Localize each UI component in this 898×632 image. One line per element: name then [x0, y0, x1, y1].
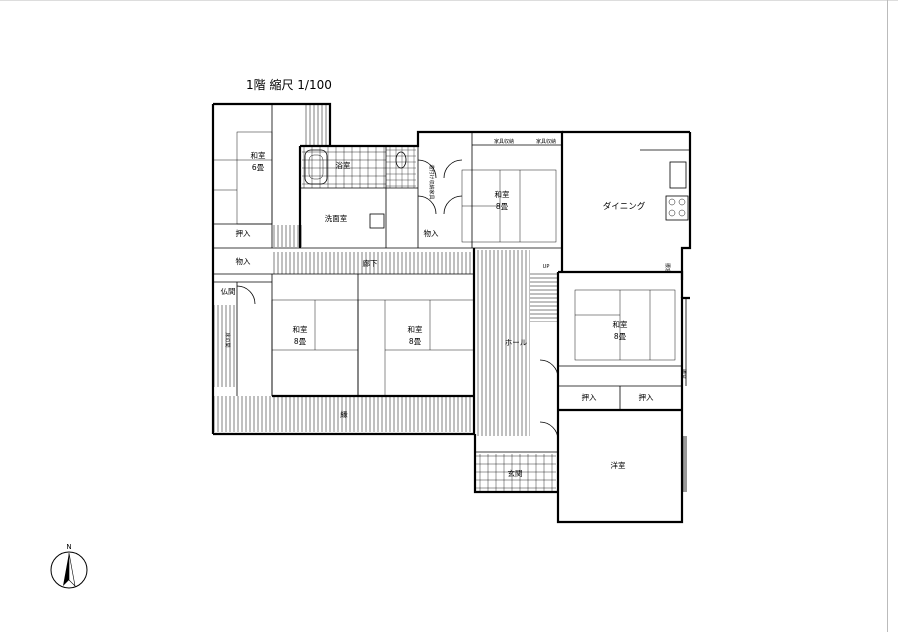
- corridor-floor-2: [272, 225, 302, 247]
- wall-top-left: [213, 102, 332, 146]
- label-washitsu6-name: 和室: [251, 150, 266, 160]
- label-upper8-name: 和室: [495, 189, 510, 199]
- label-mado2: 腰窓: [680, 369, 687, 379]
- tatami-mid8: [357, 299, 475, 397]
- kitchen-stove: [665, 195, 689, 221]
- label-bath: 浴室: [336, 160, 351, 170]
- genkan-floor: [476, 454, 556, 492]
- compass: N: [50, 543, 88, 589]
- label-right8-name: 和室: [613, 319, 628, 329]
- label-genkan: 玄関: [508, 468, 523, 478]
- engawa-strip-top: [304, 103, 330, 145]
- label-upper8-size: 8畳: [496, 202, 509, 211]
- label-hall: ホール: [505, 338, 528, 347]
- engawa-floor: [213, 396, 475, 432]
- corridor-floor: [272, 252, 474, 274]
- label-monoire-1: 物入: [236, 256, 251, 266]
- label-shoes: 造付け収納家具: [428, 164, 435, 199]
- label-senmenshitsu: 洗面室: [325, 213, 348, 223]
- wall-yoshitsu: [556, 410, 684, 524]
- wall-right8-top: [558, 270, 684, 298]
- compass-north-label: N: [66, 543, 71, 551]
- tatami-left8: [271, 299, 359, 397]
- label-roka: 廊下: [363, 258, 378, 268]
- label-up: UP: [543, 264, 550, 270]
- label-left8-size: 8畳: [294, 337, 307, 346]
- bathtub-inner: [308, 154, 324, 180]
- label-tokonoma: 床の間: [224, 332, 231, 347]
- label-left8-name: 和室: [293, 324, 308, 334]
- wall-top-mid: [472, 130, 564, 272]
- wall-right-upper: [680, 132, 692, 280]
- plan-title: 1階 縮尺 1/100: [246, 78, 332, 92]
- door-swings: [236, 159, 559, 441]
- label-oshiire-3: 押入: [639, 392, 654, 402]
- label-mid8-name: 和室: [408, 324, 423, 334]
- stairs: [530, 272, 558, 322]
- toilet-floor: [386, 146, 416, 188]
- page-edge: [0, 0, 898, 1]
- label-washitsu6-size: 6畳: [252, 163, 265, 172]
- label-dining: ダイニング: [603, 201, 646, 212]
- hall-floor: [475, 250, 530, 436]
- wall-bath-top: [300, 130, 472, 148]
- label-butsuma: 仏間: [221, 287, 236, 296]
- tatami-6jo: [213, 131, 273, 225]
- tatami-upper8: [461, 169, 557, 243]
- label-kagu-1: 家具収納: [494, 138, 514, 145]
- toilet: [395, 151, 407, 169]
- kitchen-sink: [669, 161, 687, 189]
- label-oshiire-2: 押入: [582, 392, 597, 402]
- label-yoshitsu: 洋室: [611, 460, 626, 470]
- bath-floor: [302, 146, 386, 188]
- label-mid8-size: 8畳: [409, 337, 422, 346]
- tokonoma-floor: [213, 305, 237, 387]
- label-right8-size: 8畳: [614, 332, 627, 341]
- label-oshiire-1: 押入: [236, 228, 251, 238]
- page-border: [887, 0, 888, 632]
- bathtub: [304, 149, 328, 185]
- label-mado: 腰窓: [664, 263, 671, 273]
- tatami-right8: [574, 289, 676, 361]
- wall-genkan: [473, 434, 558, 494]
- label-kagu-2: 家具収納: [536, 138, 556, 145]
- label-engawa: 縁: [340, 409, 348, 419]
- label-monoire-2: 物入: [424, 228, 439, 238]
- washbasin: [369, 213, 385, 229]
